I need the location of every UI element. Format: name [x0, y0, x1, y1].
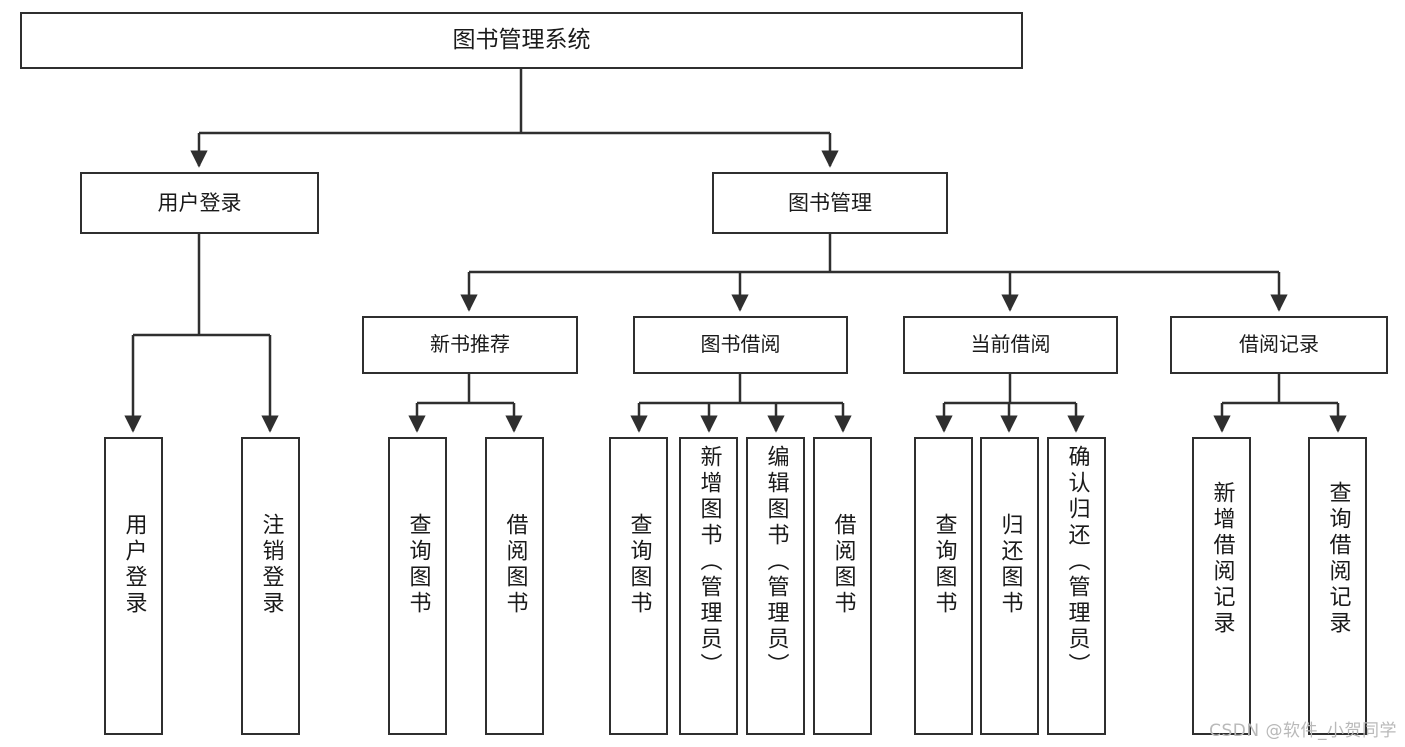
node-current-borrow-label: 当前借阅 — [970, 332, 1051, 357]
node-user-login[interactable]: 用户登录 — [80, 172, 319, 234]
node-book-borrow[interactable]: 图书借阅 — [633, 316, 848, 374]
leaf-label: 新增图书（管理员） — [696, 445, 722, 679]
leaf-label: 编辑图书（管理员） — [763, 445, 789, 679]
leaf-label: 查询图书 — [931, 513, 957, 617]
leaf-book-borrow-query[interactable]: 查询图书 — [609, 437, 668, 735]
leaf-new-book-query[interactable]: 查询图书 — [388, 437, 447, 735]
leaf-current-borrow-query[interactable]: 查询图书 — [914, 437, 973, 735]
leaf-user-login-login[interactable]: 用户登录 — [104, 437, 163, 735]
node-borrow-record-label: 借阅记录 — [1239, 332, 1319, 357]
node-borrow-record[interactable]: 借阅记录 — [1170, 316, 1388, 374]
leaf-label: 查询借阅记录 — [1325, 481, 1351, 637]
node-root[interactable]: 图书管理系统 — [20, 12, 1023, 69]
leaf-borrow-record-add[interactable]: 新增借阅记录 — [1192, 437, 1251, 735]
node-new-book-recommend[interactable]: 新书推荐 — [362, 316, 578, 374]
node-root-label: 图书管理系统 — [452, 26, 591, 53]
leaf-book-borrow-borrow[interactable]: 借阅图书 — [813, 437, 872, 735]
node-new-book-recommend-label: 新书推荐 — [430, 332, 510, 357]
node-current-borrow[interactable]: 当前借阅 — [903, 316, 1118, 374]
leaf-label: 借阅图书 — [502, 513, 528, 617]
leaf-current-borrow-confirm[interactable]: 确认归还（管理员） — [1047, 437, 1106, 735]
leaf-book-borrow-edit[interactable]: 编辑图书（管理员） — [746, 437, 805, 735]
node-user-login-label: 用户登录 — [157, 190, 242, 215]
csdn-watermark: CSDN @软件_小贺同学 — [1209, 721, 1397, 741]
leaf-new-book-borrow[interactable]: 借阅图书 — [485, 437, 544, 735]
leaf-label: 新增借阅记录 — [1209, 481, 1235, 637]
leaf-current-borrow-return[interactable]: 归还图书 — [980, 437, 1039, 735]
leaf-user-login-logout[interactable]: 注销登录 — [241, 437, 300, 735]
leaf-label: 查询图书 — [405, 513, 431, 617]
leaf-borrow-record-query[interactable]: 查询借阅记录 — [1308, 437, 1367, 735]
leaf-label: 借阅图书 — [830, 513, 856, 617]
node-book-borrow-label: 图书借阅 — [700, 332, 781, 357]
leaf-label: 查询图书 — [626, 513, 652, 617]
leaf-label: 归还图书 — [997, 513, 1023, 617]
node-book-management-label: 图书管理 — [788, 190, 872, 215]
leaf-label: 确认归还（管理员） — [1064, 445, 1090, 679]
leaf-label: 注销登录 — [258, 513, 284, 617]
leaf-label: 用户登录 — [121, 513, 147, 617]
leaf-book-borrow-add[interactable]: 新增图书（管理员） — [679, 437, 738, 735]
node-book-management[interactable]: 图书管理 — [712, 172, 948, 234]
